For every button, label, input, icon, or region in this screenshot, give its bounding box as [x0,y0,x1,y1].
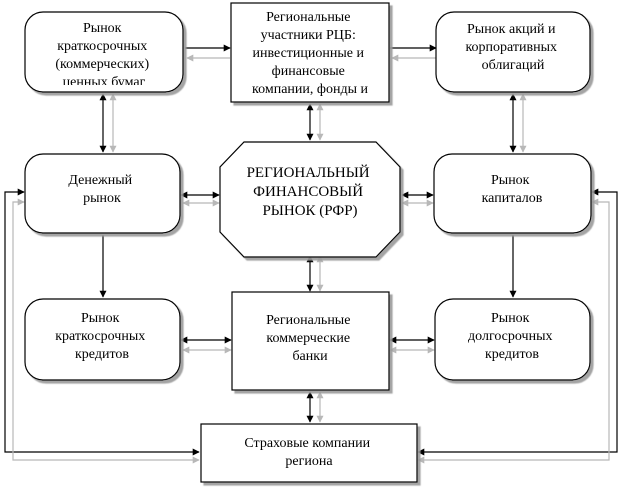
box-commercial-banks-line: банки [292,349,328,364]
svg-text:РЕГИОНАЛЬНЫЙ ФИНАНСОВЫЙ: РЕГИОНАЛЬНЫЙ ФИНАНСОВЫЙ РЫНОК (РФР) [247,164,374,219]
box-long-term-credit-line: долгосрочных [468,329,552,344]
svg-text:Рынок капиталов: Рынок капиталов [482,173,543,206]
box-short-term-paper-line: (коммерческих) [55,57,149,72]
svg-text:Рынок краткосрочных: Рынок краткосрочных (коммерческих) ценны… [55,21,152,90]
box-short-term-credit-line: кредитов [75,347,129,362]
box-commercial-banks-line: коммерческие [266,331,350,346]
box-stocks-bonds-line: облигаций [482,58,545,73]
center-title-line: ФИНАНСОВЫЙ [253,183,363,200]
box-commercial-banks: Региональные коммерческие банки [231,291,390,391]
box-stocks-bonds-line: корпоративных [465,40,557,55]
svg-text:Денежный рынок: Денежный рынок [68,173,135,206]
box-insurance: Страховые компании региона [200,423,418,483]
box-regional-participants: Региональные участники РЦБ: инвестиционн… [230,2,390,103]
box-capital-market-line: Рынок [491,173,530,188]
center-title-line: РЫНОК (РФР) [262,203,357,219]
box-short-term-paper-line: Рынок [83,21,122,36]
box-regional-participants-line: инвестиционные и [253,46,365,61]
box-stocks-bonds: Рынок акций и корпоративных облигаций [435,11,591,93]
box-long-term-credit: Рынок долгосрочных кредитов [434,298,591,381]
svg-text:Рынок краткосрочных: Рынок краткосрочных кредитов [55,311,149,362]
box-short-term-credit-line: Рынок [81,311,120,326]
box-money-market-line: Денежный [68,173,132,188]
box-short-term-credit: Рынок краткосрочных кредитов [24,298,181,381]
box-short-term-paper-line: ценных бумаг [63,75,146,90]
box-regional-participants-line: финансовые [272,64,345,79]
box-long-term-credit-line: кредитов [485,347,539,362]
box-short-term-credit-line: краткосрочных [55,329,145,344]
box-regional-financial-market: РЕГИОНАЛЬНЫЙ ФИНАНСОВЫЙ РЫНОК (РФР) [219,141,401,258]
svg-text:Рынок долгосрочных: Рынок долгосрочных кредитов [468,311,556,362]
box-capital-market: Рынок капиталов [433,153,592,234]
box-short-term-paper: Рынок краткосрочных (коммерческих) ценны… [24,11,184,93]
box-short-term-paper-line: краткосрочных [57,39,147,54]
connectors [4,44,618,464]
box-long-term-credit-line: Рынок [491,311,530,326]
box-insurance-line: региона [285,454,333,469]
box-money-market-line: рынок [83,191,121,206]
svg-text:Региональные участники Р: Региональные участники РЦБ: инвестиционн… [252,10,368,97]
svg-text:Региональные коммерчески: Региональные коммерческие банки [266,313,354,364]
box-regional-participants-line: участники РЦБ: [261,28,356,43]
svg-text:Рынок акций и корпоратив: Рынок акций и корпоративных облигаций [465,22,560,73]
box-insurance-line: Страховые компании [244,436,370,451]
svg-text:Страховые компании регио: Страховые компании региона [244,436,373,469]
box-regional-participants-line: компании, фонды и [252,82,368,97]
box-regional-participants-line: Региональные [266,10,350,25]
center-title-line: РЕГИОНАЛЬНЫЙ [247,164,370,181]
box-commercial-banks-line: Региональные [266,313,350,328]
box-money-market: Денежный рынок [24,153,181,234]
box-stocks-bonds-line: Рынок акций и [467,22,556,37]
box-capital-market-line: капиталов [482,191,543,206]
